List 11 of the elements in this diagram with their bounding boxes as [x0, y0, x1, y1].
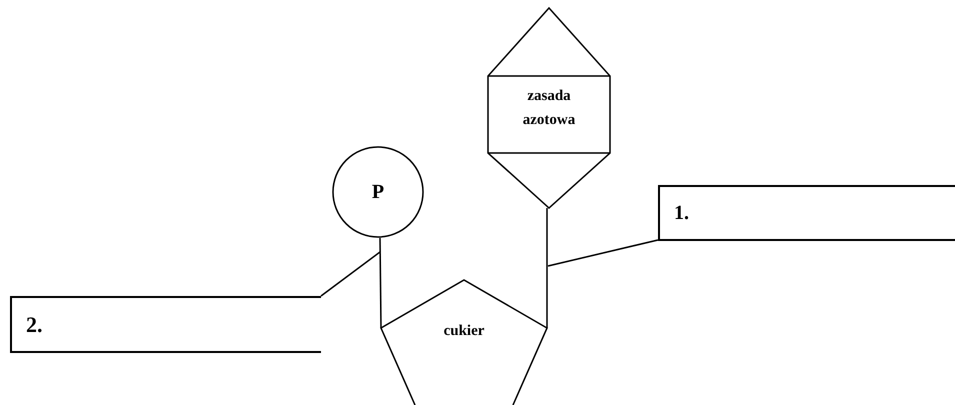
answer-box: [658, 185, 955, 241]
leader-line: [548, 239, 658, 267]
node-label: zasada azotowa: [522, 87, 576, 130]
leader-line: [320, 251, 380, 297]
node-label: 2.: [26, 310, 42, 339]
answer-box: [10, 296, 321, 353]
connector-line: [546, 208, 548, 328]
connector-line: [379, 238, 382, 328]
node-label: cukier: [444, 322, 484, 340]
node-label: P: [372, 180, 384, 205]
node-label: 1.: [674, 201, 689, 226]
